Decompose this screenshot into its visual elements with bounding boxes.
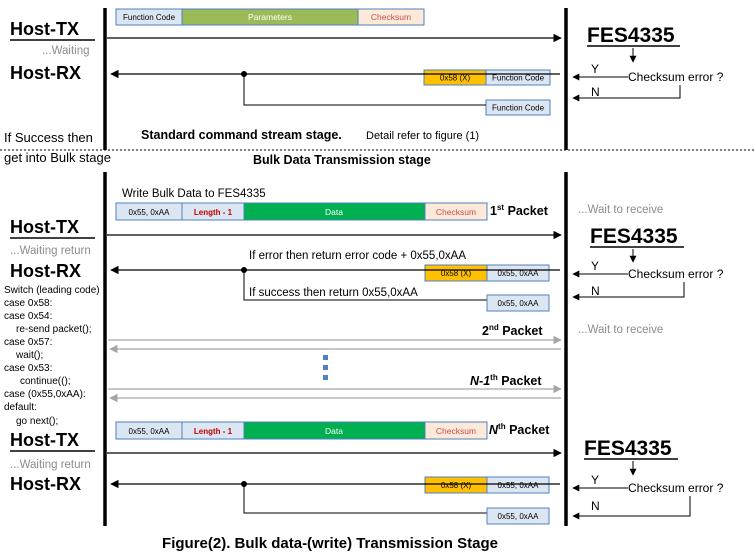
device-label: FES4335 xyxy=(587,24,675,47)
svg-text:N: N xyxy=(591,85,600,99)
checksum-error-label: Checksum error ? xyxy=(628,70,724,84)
svg-text:Y: Y xyxy=(591,62,599,76)
svg-text:0x55, 0xAA: 0x55, 0xAA xyxy=(129,427,171,436)
device-label-3: FES4335 xyxy=(584,437,672,460)
svg-text:0x55, 0xAA: 0x55, 0xAA xyxy=(498,299,540,308)
svg-text:0x58 (X): 0x58 (X) xyxy=(441,269,472,278)
svg-text:N: N xyxy=(591,284,600,298)
standard-stage-label: Standard command stream stage. xyxy=(141,128,342,142)
first-packet-label: 1st Packet xyxy=(490,203,549,218)
svg-text:Length - 1: Length - 1 xyxy=(194,208,233,217)
svg-text:Switch (leading code): Switch (leading code) xyxy=(4,285,100,296)
host-tx-label-3: Host-TX xyxy=(10,430,79,450)
standard-detail-label: Detail refer to figure (1) xyxy=(366,130,479,142)
success-return-label: If success then return 0x55,0xAA xyxy=(249,287,418,299)
svg-text:Checksum error ?: Checksum error ? xyxy=(628,267,724,281)
switch-code-block: Switch (leading code) case 0x58: case 0x… xyxy=(4,285,100,427)
host-tx-label: Host-TX xyxy=(10,19,79,39)
svg-text:Data: Data xyxy=(325,426,343,436)
nth-packet-label: Nth Packet xyxy=(489,422,550,437)
svg-text:continue(();: continue((); xyxy=(20,376,71,387)
svg-text:go next();: go next(); xyxy=(16,416,58,427)
svg-text:wait();: wait(); xyxy=(15,350,43,361)
field-parameters: Parameters xyxy=(248,12,292,22)
bulk-stage-label: Bulk Data Transmission stage xyxy=(253,153,431,167)
svg-text:0x58 (X): 0x58 (X) xyxy=(441,481,472,490)
ellipsis-dot xyxy=(323,355,328,360)
host-rx-label-3: Host-RX xyxy=(10,474,81,494)
svg-text:Function Code: Function Code xyxy=(492,74,545,83)
write-bulk-label: Write Bulk Data to FES4335 xyxy=(122,188,266,200)
svg-text:Data: Data xyxy=(325,207,343,217)
field-checksum: Checksum xyxy=(371,12,411,22)
field-function-code: Function Code xyxy=(123,13,176,22)
svg-text:0x55, 0xAA: 0x55, 0xAA xyxy=(498,512,540,521)
host-tx-label-2: Host-TX xyxy=(10,217,79,237)
svg-text:case 0x58:: case 0x58: xyxy=(4,298,52,309)
second-packet-label: 2nd Packet xyxy=(482,323,543,338)
svg-text:0x55, 0xAA: 0x55, 0xAA xyxy=(498,481,540,490)
nminus1-packet-label: N-1th Packet xyxy=(470,373,542,388)
waiting-return-1: ...Waiting return xyxy=(10,245,91,257)
wait-receive-1: ...Wait to receive xyxy=(578,204,663,216)
svg-text:Checksum error ?: Checksum error ? xyxy=(628,481,724,495)
svg-text:Length - 1: Length - 1 xyxy=(194,427,233,436)
waiting-label: ...Waiting xyxy=(42,45,90,57)
figure-caption: Figure(2). Bulk data-(write) Transmissio… xyxy=(162,535,498,552)
host-rx-label: Host-RX xyxy=(10,63,81,83)
svg-text:N: N xyxy=(591,499,600,513)
svg-text:0x55, 0xAA: 0x55, 0xAA xyxy=(498,269,540,278)
error-return-label: If error then return error code + 0x55,0… xyxy=(249,250,466,262)
svg-text:Y: Y xyxy=(591,259,599,273)
svg-text:Y: Y xyxy=(591,473,599,487)
device-label-2: FES4335 xyxy=(590,225,678,248)
svg-text:re-send packet();: re-send packet(); xyxy=(16,324,92,335)
svg-text:default:: default: xyxy=(4,402,37,413)
wait-receive-2: ...Wait to receive xyxy=(578,324,663,336)
svg-text:case 0x57:: case 0x57: xyxy=(4,337,52,348)
error-code-box: 0x58 (X) xyxy=(440,74,471,83)
host-rx-label-2: Host-RX xyxy=(10,261,81,281)
waiting-return-2: ...Waiting return xyxy=(10,459,91,471)
svg-text:case (0x55,0xAA):: case (0x55,0xAA): xyxy=(4,389,86,400)
success-line-2: get into Bulk stage xyxy=(4,150,111,165)
svg-text:Function Code: Function Code xyxy=(492,104,545,113)
svg-text:0x55, 0xAA: 0x55, 0xAA xyxy=(129,208,171,217)
svg-text:Checksum: Checksum xyxy=(436,426,476,436)
success-line-1: If Success then xyxy=(4,130,93,145)
svg-text:Checksum: Checksum xyxy=(436,207,476,217)
svg-text:case 0x53:: case 0x53: xyxy=(4,363,52,374)
svg-text:case 0x54:: case 0x54: xyxy=(4,311,52,322)
